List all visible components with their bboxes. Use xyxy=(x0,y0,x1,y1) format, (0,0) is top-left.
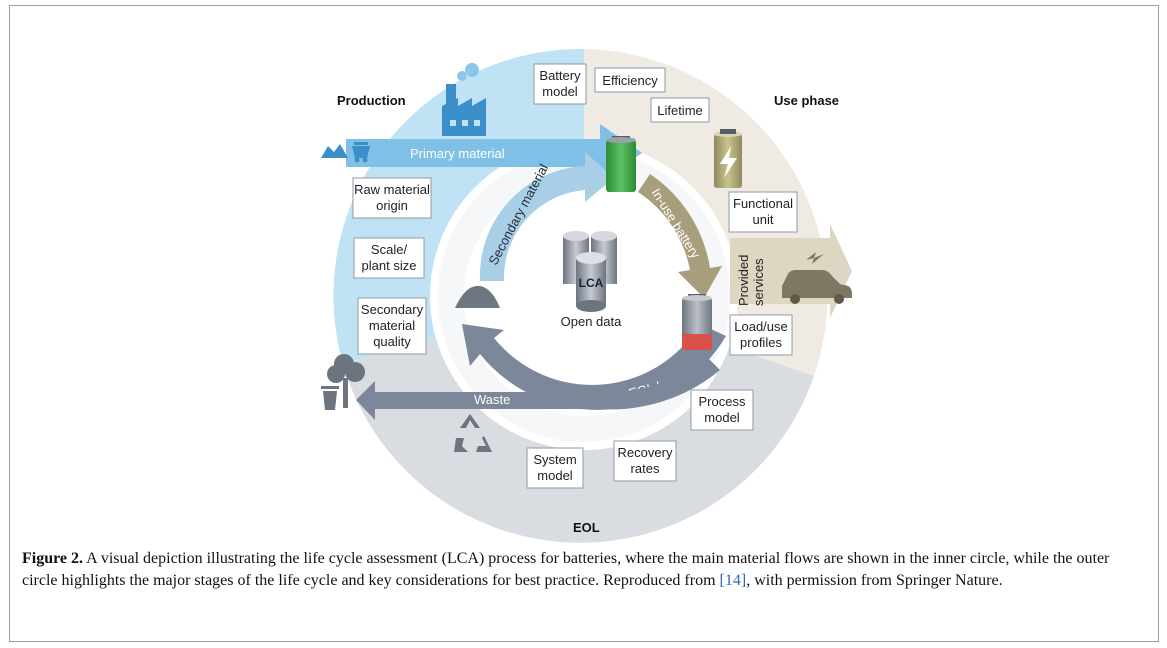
box-battery-model: Battery model xyxy=(533,63,587,105)
lca-diagram: Primary material Secondary material In-u… xyxy=(321,48,852,543)
box-lifetime: Lifetime xyxy=(650,97,710,123)
svg-text:Battery: Battery xyxy=(539,68,581,83)
caption-text: A visual depiction illustrating the life… xyxy=(22,550,1110,589)
primary-material-label: Primary material xyxy=(410,146,505,161)
depleted-battery-icon xyxy=(682,294,712,350)
box-process-model: Process model xyxy=(690,389,754,431)
factory-icon xyxy=(442,63,486,136)
caption-reference-link[interactable]: [14] xyxy=(719,572,747,589)
svg-text:model: model xyxy=(542,84,578,99)
svg-text:profiles: profiles xyxy=(740,335,782,350)
secondary-material-arrow xyxy=(479,152,614,281)
electric-car-icon xyxy=(782,252,852,304)
stage-use-phase: Use phase xyxy=(774,93,839,108)
svg-text:quality: quality xyxy=(373,334,411,349)
stage-production: Production xyxy=(337,93,406,108)
svg-text:Recovery: Recovery xyxy=(618,445,673,460)
box-load-use-profiles: Load/use profiles xyxy=(729,314,793,356)
svg-text:origin: origin xyxy=(376,198,408,213)
provided-services-label: Provided services xyxy=(736,255,766,306)
in-use-battery-icon xyxy=(714,129,742,188)
svg-text:material: material xyxy=(369,318,415,333)
svg-text:Functional: Functional xyxy=(733,196,793,211)
box-functional-unit: Functional unit xyxy=(728,191,798,233)
caption-text-end: , with permission from Springer Nature. xyxy=(746,572,1003,589)
figure-frame: Primary material Secondary material In-u… xyxy=(9,5,1159,642)
svg-text:plant size: plant size xyxy=(362,258,417,273)
svg-text:Scale/: Scale/ xyxy=(371,242,408,257)
in-use-battery-arrow xyxy=(638,174,722,298)
box-system-model: System model xyxy=(526,447,584,489)
waste-label: Waste xyxy=(474,392,510,407)
svg-text:Process: Process xyxy=(699,394,746,409)
recovered-material-heap-icon xyxy=(455,285,500,308)
box-secondary-material-quality: Secondary material quality xyxy=(357,297,427,355)
tree-icon xyxy=(327,354,365,408)
svg-text:rates: rates xyxy=(631,461,660,476)
svg-text:Provided: Provided xyxy=(736,255,751,306)
svg-text:Secondary: Secondary xyxy=(361,302,424,317)
lca-label: LCA xyxy=(579,276,604,290)
box-scale-plant-size: Scale/ plant size xyxy=(353,237,425,279)
svg-text:services: services xyxy=(751,258,766,306)
box-efficiency: Efficiency xyxy=(594,67,666,93)
stage-eol: EOL xyxy=(573,520,600,535)
primary-material-arrow xyxy=(346,124,642,182)
caption-label: Figure 2. xyxy=(22,550,84,567)
charged-battery-icon xyxy=(606,136,636,192)
raw-materials-icon xyxy=(321,142,370,163)
waste-arrow xyxy=(356,356,720,420)
svg-text:Efficiency: Efficiency xyxy=(602,73,658,88)
lca-database-icon xyxy=(563,231,617,312)
box-raw-material-origin: Raw material origin xyxy=(352,177,432,219)
svg-text:model: model xyxy=(704,410,740,425)
svg-text:model: model xyxy=(537,468,573,483)
svg-text:Lifetime: Lifetime xyxy=(657,103,703,118)
recycle-icon xyxy=(454,414,492,452)
svg-text:Load/use: Load/use xyxy=(734,319,788,334)
svg-text:Raw material: Raw material xyxy=(354,182,430,197)
open-data-label: Open data xyxy=(561,314,622,329)
svg-text:System: System xyxy=(533,452,576,467)
figure-caption: Figure 2. A visual depiction illustratin… xyxy=(22,548,1142,592)
box-recovery-rates: Recovery rates xyxy=(613,440,677,482)
trash-bin-icon xyxy=(321,386,339,410)
svg-text:unit: unit xyxy=(753,212,774,227)
